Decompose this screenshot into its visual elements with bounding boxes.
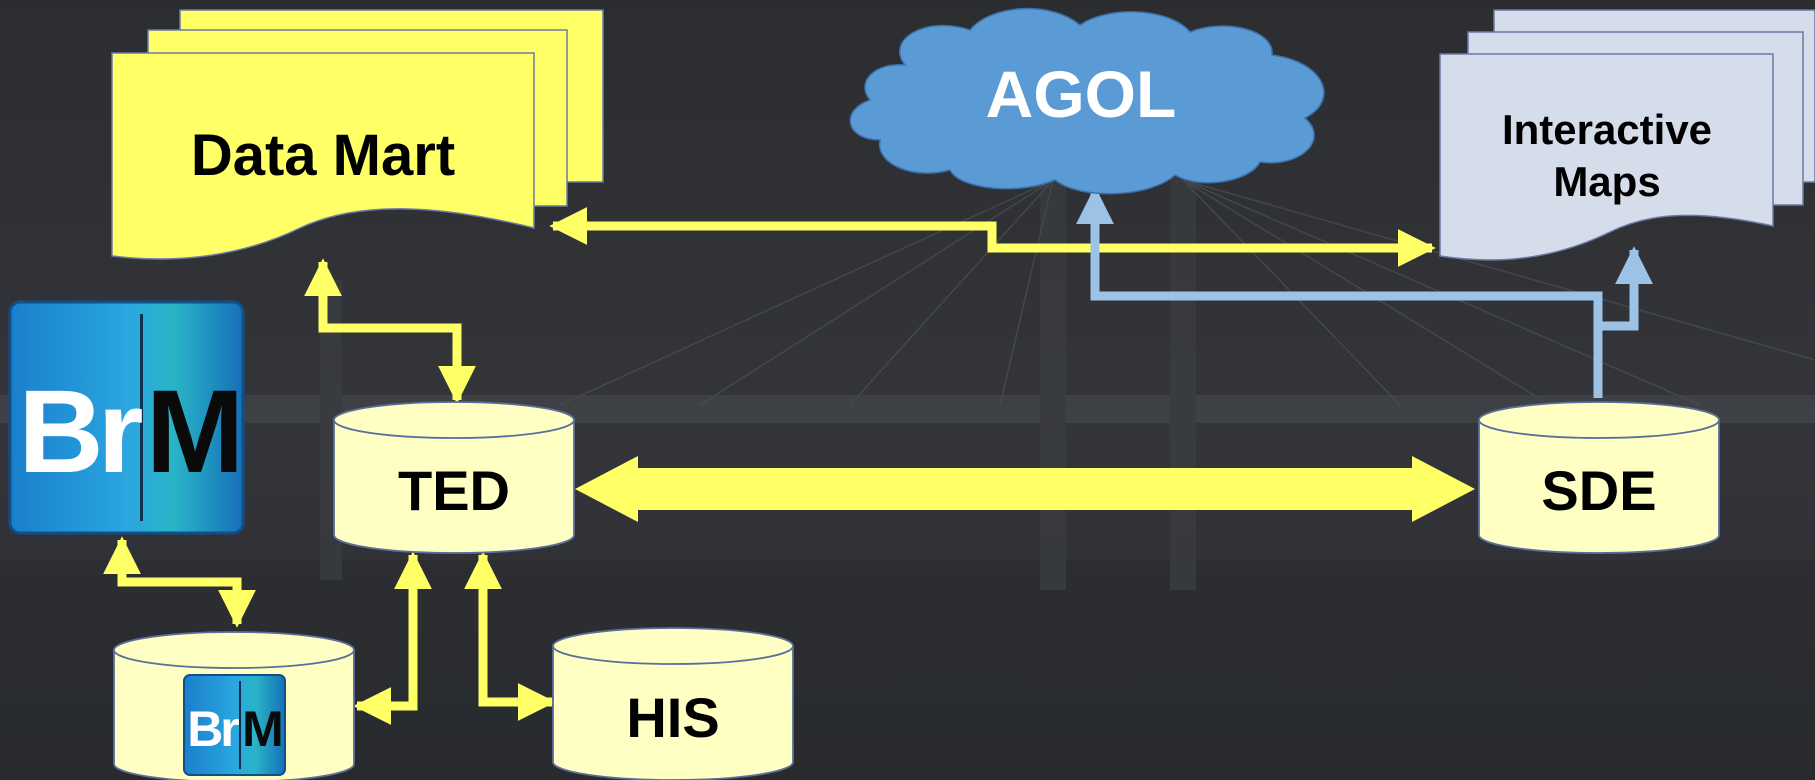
his-database-node: HIS — [552, 627, 794, 780]
arrow-datamart-maps — [549, 207, 1436, 267]
agol-label: AGOL — [986, 57, 1177, 131]
arrow-ted-brmdb — [353, 551, 432, 725]
interactive-maps-label-line1: Interactive — [1502, 106, 1712, 153]
sde-label: SDE — [1541, 459, 1656, 522]
arrow-brmapp-brmdb — [103, 536, 256, 628]
arrow-sde-agol — [1076, 186, 1603, 398]
arrow-sde-maps — [1598, 246, 1653, 331]
his-label: HIS — [626, 686, 719, 749]
data-mart-label: Data Mart — [191, 123, 455, 188]
interactive-maps-node: Interactive Maps — [1439, 9, 1815, 261]
brm-db-logo-left: Br — [187, 701, 239, 757]
brm-app-logo-icon: Br M — [8, 300, 245, 535]
data-mart-node: Data Mart — [111, 9, 604, 260]
ted-label: TED — [398, 459, 510, 522]
arrow-ted-sde — [575, 456, 1475, 522]
brm-db-logo-right: M — [242, 701, 284, 757]
connector-arrows — [103, 186, 1653, 725]
arrow-ted-his — [464, 551, 556, 721]
brm-db-logo-icon: Br M — [183, 674, 286, 776]
sde-database-node: SDE — [1478, 401, 1720, 554]
interactive-maps-label-line2: Maps — [1553, 158, 1660, 205]
brm-app-logo-left: Br — [18, 366, 142, 498]
brm-app-logo-right: M — [146, 366, 244, 498]
arrow-datamart-ted — [304, 258, 476, 404]
agol-cloud-node: AGOL — [849, 7, 1325, 195]
ted-database-node: TED — [333, 401, 575, 554]
brm-database-node: Br M — [113, 631, 355, 780]
